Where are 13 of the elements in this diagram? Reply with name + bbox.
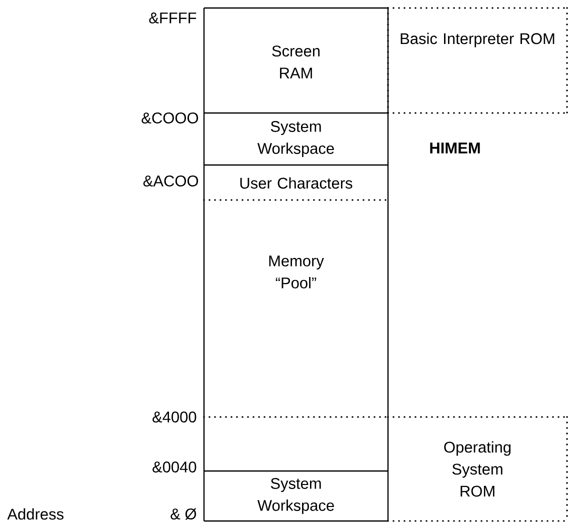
marker-label: HIMEM [430,142,480,154]
address-label: & Ø [170,508,196,520]
address-label: &0040 [152,462,196,472]
memory-region: System Workspace [203,113,389,165]
address-label: &COOO [142,112,198,124]
address-label: &ACOO [143,176,198,186]
memory-region: Basic Interpreter ROM [387,7,568,114]
memory-region: System Workspace [203,470,389,522]
address-label: Address [7,508,64,520]
memory-region: Screen RAM [203,7,389,114]
memory-region: User Characters [203,164,389,200]
memory-region: Operating System ROM [387,416,568,522]
memory-region: Memory “Pool” [203,199,389,471]
